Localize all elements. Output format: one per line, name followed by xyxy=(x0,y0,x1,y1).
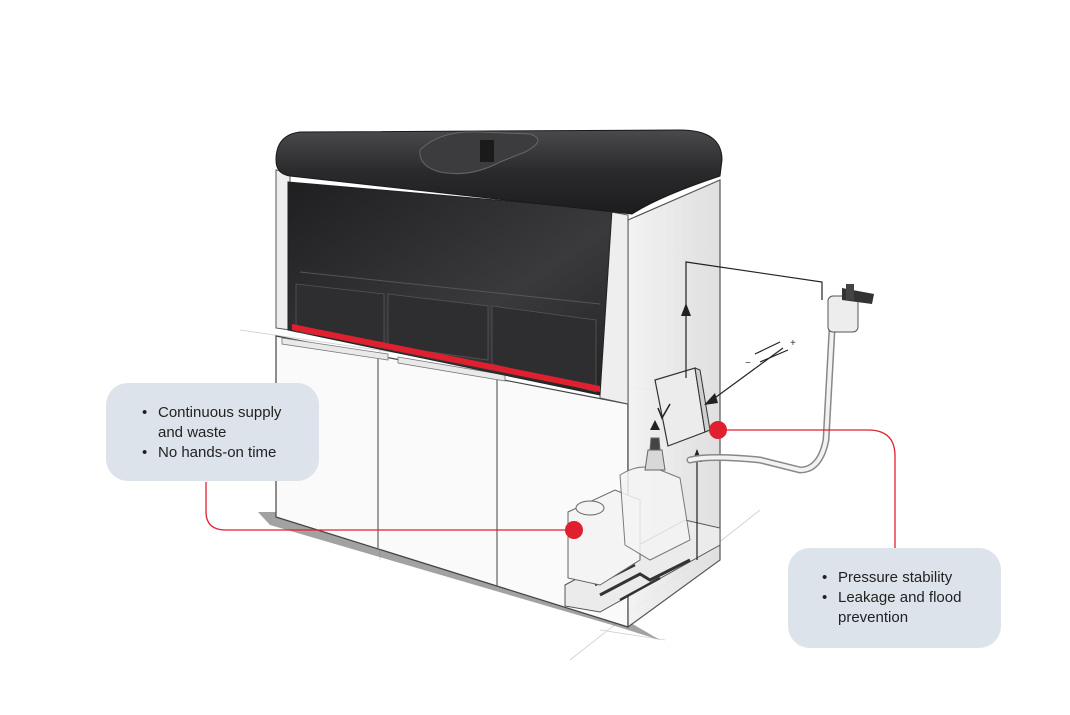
floor-shadow xyxy=(258,512,660,640)
callout-right-item: Leakage and flood prevention xyxy=(822,588,982,628)
instrument-lid xyxy=(275,129,723,215)
callout-right-list: Pressure stability Leakage and flood pre… xyxy=(788,548,982,628)
callout-pressure-leakage: Pressure stability Leakage and flood pre… xyxy=(788,548,1001,648)
callout-connectors xyxy=(205,429,896,548)
signal-wiring xyxy=(685,261,823,560)
pressure-source-icon xyxy=(686,284,874,474)
callout-left-item: Continuous supply and waste xyxy=(142,403,292,443)
lid-handle xyxy=(419,131,539,175)
callout-right-item: Pressure stability xyxy=(822,568,982,588)
battery-minus: − xyxy=(745,358,751,369)
connector-dot-icon xyxy=(565,421,727,539)
battery-plus: + xyxy=(790,338,796,349)
callout-left-list: Continuous supply and waste No hands-on … xyxy=(106,383,292,463)
reservoir-bottle-icon xyxy=(567,437,691,586)
callout-left-item: No hands-on time xyxy=(142,443,292,463)
cabinet-doors xyxy=(377,356,498,586)
red-accent-strip xyxy=(292,324,600,392)
door-handles xyxy=(281,337,506,382)
callout-supply-waste: Continuous supply and waste No hands-on … xyxy=(106,383,319,481)
